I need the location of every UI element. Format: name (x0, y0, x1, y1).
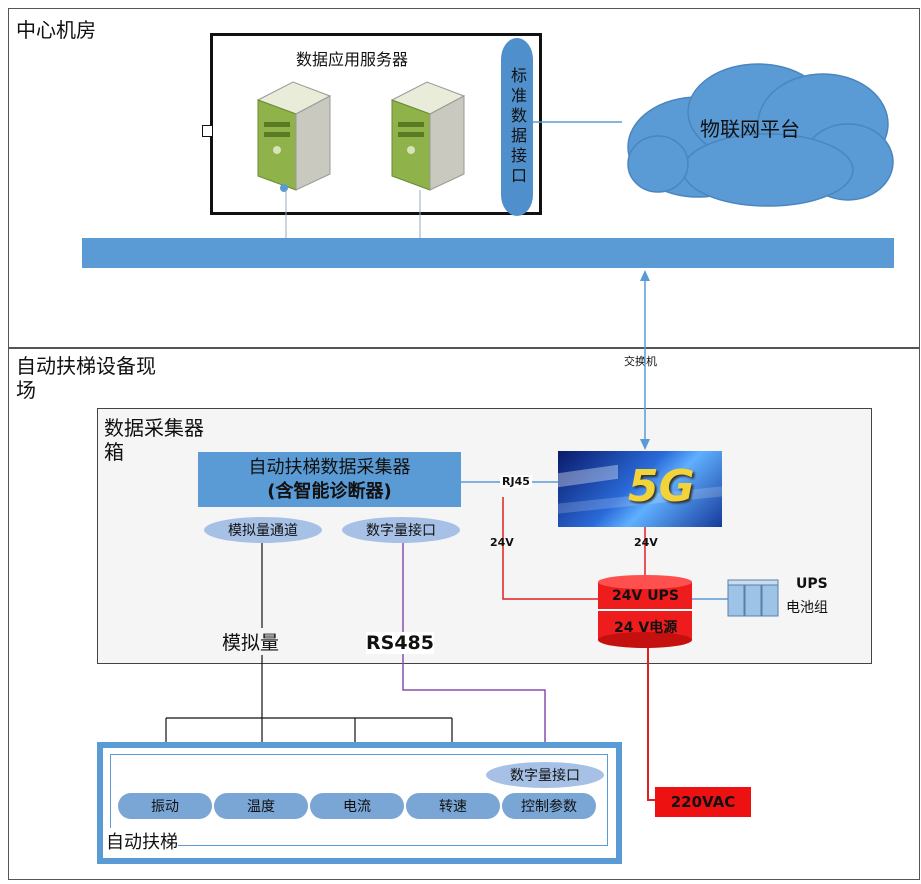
network-bus (82, 238, 894, 268)
24v-left-label: 24V (490, 536, 514, 549)
server-icon-2 (390, 81, 466, 191)
rj45-label: RJ45 (500, 475, 532, 488)
battery-title: UPS (796, 576, 828, 592)
5g-module-icon: 5G (558, 451, 722, 527)
rs485-label: RS485 (366, 632, 434, 654)
sensor-control-params: 控制参数 (502, 793, 596, 819)
ups-power-icon (598, 575, 692, 648)
power-supply-label: 24 V电源 (614, 620, 678, 636)
ac-power-label: 220VAC (655, 787, 751, 817)
central-room-label: 中心机房 (16, 18, 96, 42)
sensor-speed: 转速 (406, 793, 500, 819)
standard-data-interface: 标准数据接口 (501, 38, 533, 216)
connector-square (202, 125, 213, 137)
escalator-label: 自动扶梯 (106, 828, 178, 854)
5g-label: 5G (628, 461, 695, 512)
collector-line-1: 自动扶梯数据采集器 (248, 457, 411, 478)
sensor-temperature: 温度 (214, 793, 308, 819)
24v-right-label: 24V (634, 536, 658, 549)
switch-label: 交换机 (624, 353, 657, 369)
analog-label: 模拟量 (222, 628, 280, 655)
server-group-title: 数据应用服务器 (296, 50, 409, 69)
server-icon-1 (256, 81, 332, 192)
analog-channel-port: 模拟量通道 (204, 517, 322, 543)
ups-label: 24V UPS (612, 588, 679, 604)
battery-subtitle: 电池组 (786, 600, 828, 616)
digital-interface-port: 数字量接口 (342, 517, 460, 543)
escalator-inner-frame (110, 754, 608, 846)
cloud-icon (627, 63, 894, 207)
sensor-current: 电流 (310, 793, 404, 819)
cloud-label: 物联网平台 (700, 117, 800, 141)
escalator-digital-interface: 数字量接口 (486, 762, 604, 788)
escalator-data-collector: 自动扶梯数据采集器 (含智能诊断器) (198, 452, 461, 507)
battery-pack-icon (727, 579, 779, 617)
collector-line-2: (含智能诊断器) (267, 481, 392, 502)
site-label: 自动扶梯设备现 场 (16, 354, 156, 402)
sensor-vibration: 振动 (118, 793, 212, 819)
collector-box-label: 数据采集器 箱 (104, 416, 204, 464)
